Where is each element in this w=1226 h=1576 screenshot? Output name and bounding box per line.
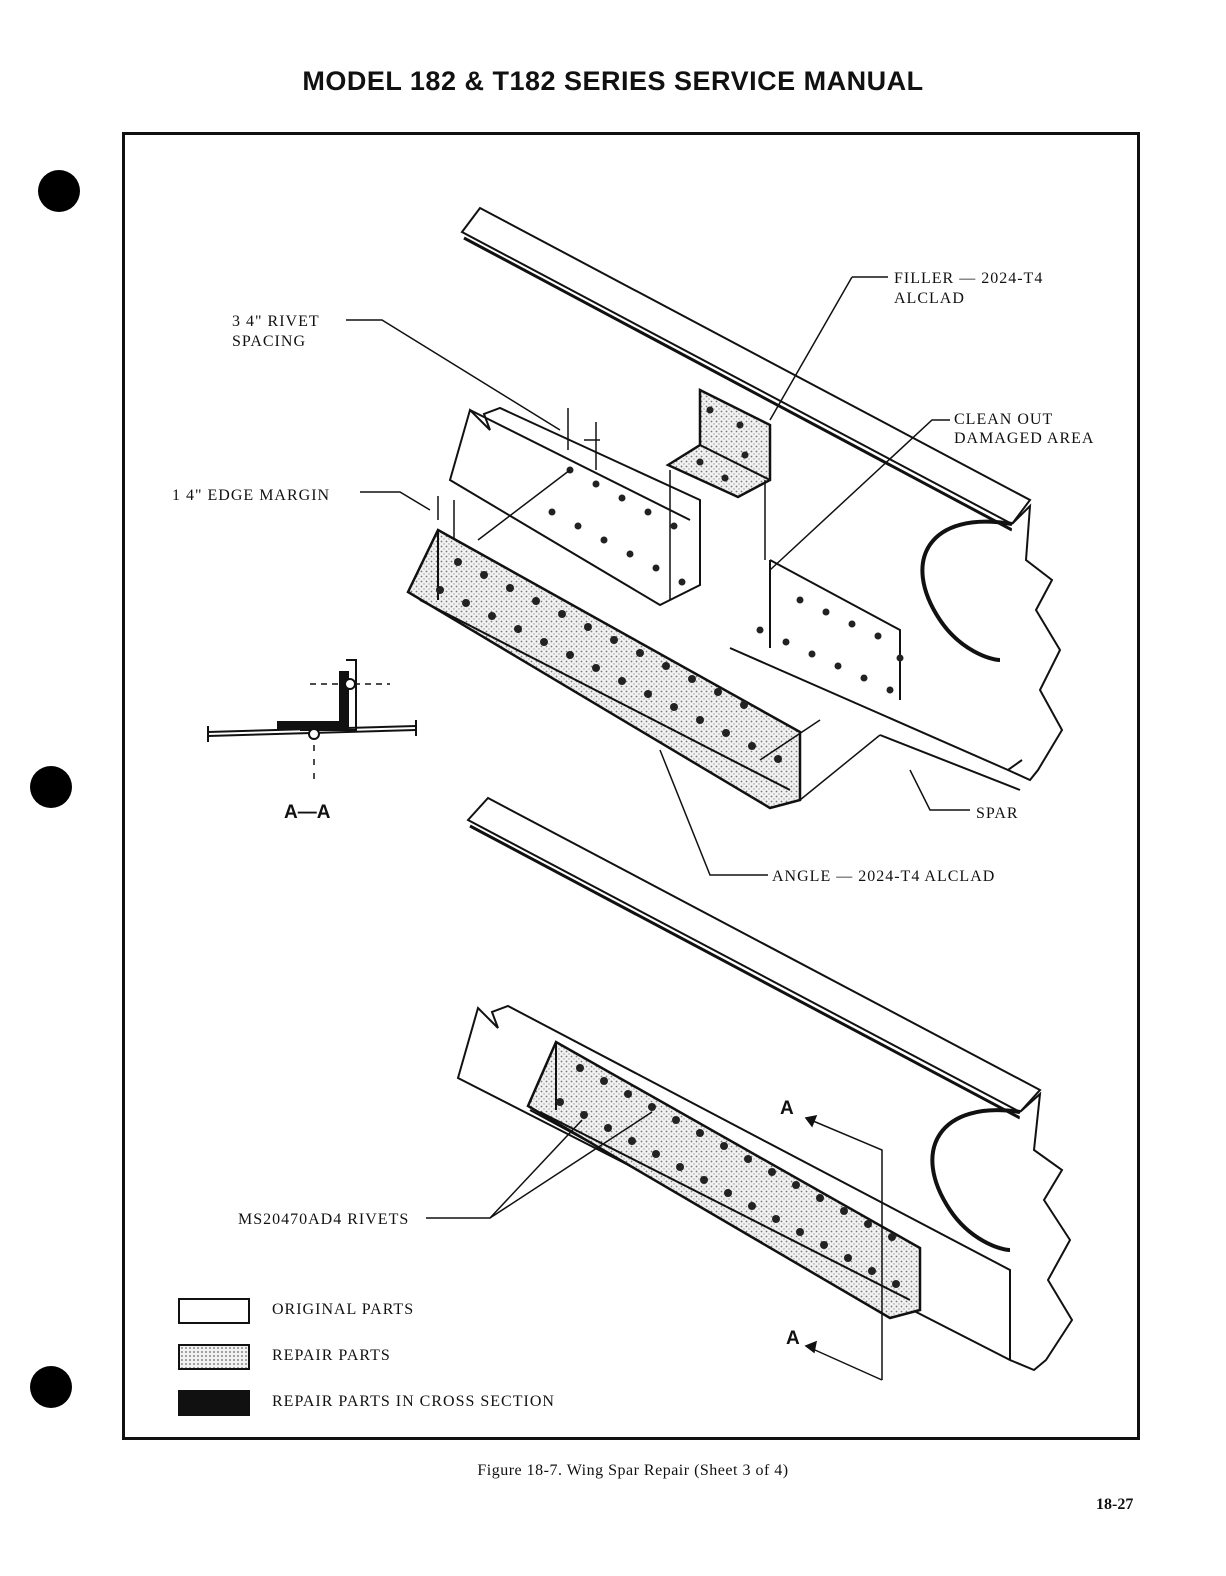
edge-margin-label: 1 4" EDGE MARGIN xyxy=(172,487,330,504)
angle-label: ANGLE — 2024-T4 ALCLAD xyxy=(772,868,995,885)
legend-swatch-cross-section xyxy=(178,1390,250,1416)
rivets-label: MS20470AD4 RIVETS xyxy=(238,1211,409,1228)
spar-label: SPAR xyxy=(976,805,1019,822)
section-a-a-detail xyxy=(208,660,416,780)
rivet-spacing-label-2: SPACING xyxy=(232,333,306,350)
legend-label-original: ORIGINAL PARTS xyxy=(272,1301,414,1319)
filler-label-1: FILLER — 2024-T4 xyxy=(894,270,1043,287)
section-label: A—A xyxy=(284,802,331,823)
figure-caption: Figure 18-7. Wing Spar Repair (Sheet 3 o… xyxy=(0,1462,1226,1480)
clean-out-label-2: DAMAGED AREA xyxy=(954,430,1094,447)
page-number: 18-27 xyxy=(1096,1496,1133,1514)
filler-label-2: ALCLAD xyxy=(894,290,965,307)
cut-label-a-top: A xyxy=(780,1098,794,1119)
cut-label-a-bottom: A xyxy=(786,1328,800,1349)
legend-label-repair: REPAIR PARTS xyxy=(272,1347,391,1365)
legend-swatch-repair xyxy=(178,1344,250,1370)
rivet-spacing-label-1: 3 4" RIVET xyxy=(232,313,320,330)
legend-label-cross-section: REPAIR PARTS IN CROSS SECTION xyxy=(272,1393,555,1411)
clean-out-label-1: CLEAN OUT xyxy=(954,411,1053,428)
legend-swatch-original xyxy=(178,1298,250,1324)
